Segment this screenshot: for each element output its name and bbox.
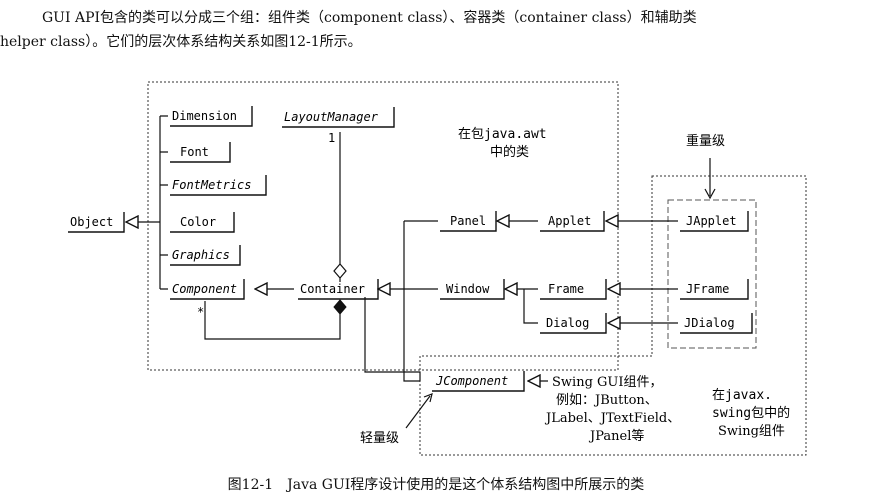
class-japplet-label: JApplet bbox=[686, 214, 737, 228]
class-dimension: Dimension bbox=[170, 106, 253, 127]
class-layoutmanager: LayoutManager bbox=[282, 107, 395, 128]
class-color-label: Color bbox=[180, 215, 216, 229]
intro-line-1: GUI API包含的类可以分成三个组：组件类（component class）、… bbox=[42, 10, 697, 26]
intro-line-2: （helper class）。它们的层次体系结构关系如图12-1所示。 bbox=[0, 34, 362, 50]
heavyweight-label: 重量级 bbox=[686, 133, 725, 149]
helper-ticks bbox=[160, 115, 168, 290]
class-dialog: Dialog bbox=[540, 313, 607, 334]
lightweight-arrowhead bbox=[423, 393, 433, 403]
class-jframe: JFrame bbox=[680, 279, 749, 300]
class-applet: Applet bbox=[540, 211, 605, 232]
javax-note-package-2: swing bbox=[712, 406, 751, 421]
multiplicity-many: * bbox=[197, 305, 204, 319]
panel-window-bus bbox=[403, 221, 420, 382]
class-color: Color bbox=[170, 212, 235, 233]
heavyweight-arrowhead bbox=[704, 188, 716, 200]
javax-note-prefix: 在 bbox=[712, 388, 725, 403]
swing-note-line-3: JLabel、JTextField、 bbox=[544, 411, 680, 426]
class-fontmetrics: FontMetrics bbox=[170, 175, 267, 196]
class-container-label: Container bbox=[300, 282, 365, 296]
intro-paragraph: GUI API包含的类可以分成三个组：组件类（component class）、… bbox=[0, 6, 860, 54]
jcomponent-to-container-edge bbox=[364, 297, 421, 381]
composition-diamond bbox=[333, 299, 347, 315]
class-jdialog-label: JDialog bbox=[684, 316, 735, 330]
swing-package-region bbox=[419, 175, 807, 456]
class-layoutmanager-label: LayoutManager bbox=[284, 110, 379, 124]
class-component-label: Component bbox=[172, 282, 237, 296]
class-window-label: Window bbox=[446, 282, 490, 296]
swing-note-line-1: Swing GUI组件， bbox=[552, 375, 663, 390]
javax-note-package-1: javax. bbox=[725, 388, 772, 403]
awt-note-package: java.awt bbox=[484, 127, 547, 142]
class-frame: Frame bbox=[540, 279, 607, 300]
multiplicity-one: 1 bbox=[328, 131, 335, 145]
class-frame-label: Frame bbox=[548, 282, 584, 296]
class-jcomponent: JComponent bbox=[432, 371, 525, 392]
class-object: Object bbox=[68, 212, 125, 233]
class-panel-label: Panel bbox=[450, 214, 486, 228]
class-fontmetrics-label: FontMetrics bbox=[172, 178, 251, 192]
composition-edge bbox=[204, 301, 341, 340]
class-graphics: Graphics bbox=[170, 245, 241, 266]
awt-note-prefix: 在包 bbox=[458, 127, 484, 142]
aggregation-diamond bbox=[333, 263, 347, 279]
class-jdialog: JDialog bbox=[680, 313, 753, 334]
class-dimension-label: Dimension bbox=[172, 109, 237, 123]
class-component: Component bbox=[170, 279, 245, 300]
class-graphics-label: Graphics bbox=[172, 248, 230, 262]
javax-note-line-3: Swing组件 bbox=[718, 424, 785, 439]
awt-note-line-2: 中的类 bbox=[490, 144, 529, 160]
dialog-to-window-edge bbox=[523, 289, 538, 324]
class-panel: Panel bbox=[440, 211, 497, 232]
class-dialog-label: Dialog bbox=[546, 316, 589, 330]
javax-note-line-1: 在javax. bbox=[712, 388, 772, 403]
swing-note-line-2: 例如：JButton、 bbox=[556, 392, 658, 408]
awt-note-line-1: 在包java.awt bbox=[458, 127, 547, 142]
figure-caption: 图12-1 Java GUI程序设计使用的是这个体系结构图中所展示的类 bbox=[227, 477, 645, 493]
class-object-label: Object bbox=[70, 215, 113, 229]
class-font: Font bbox=[170, 142, 231, 163]
swing-note-line-4: JPanel等 bbox=[588, 428, 644, 444]
lightweight-arrow bbox=[405, 395, 431, 429]
class-japplet: JApplet bbox=[680, 211, 749, 232]
class-applet-label: Applet bbox=[548, 214, 591, 228]
class-window: Window bbox=[440, 279, 505, 300]
class-jcomponent-label: JComponent bbox=[435, 374, 508, 388]
class-font-label: Font bbox=[180, 145, 209, 159]
javax-note-suffix: 包中的 bbox=[751, 405, 790, 421]
javax-note-line-2: swing包中的 bbox=[712, 405, 790, 421]
lightweight-label: 轻量级 bbox=[360, 431, 399, 446]
heavyweight-region bbox=[667, 199, 757, 349]
class-container: Container bbox=[298, 279, 379, 300]
class-jframe-label: JFrame bbox=[686, 282, 729, 296]
